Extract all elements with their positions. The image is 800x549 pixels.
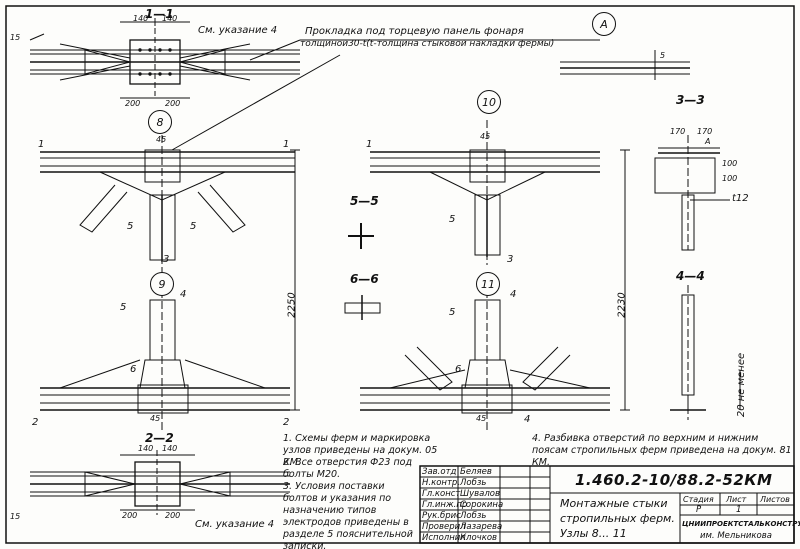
section-4-4-drawing [670,285,706,420]
detail-A [560,50,690,80]
dim-20-min: 20 не менее [736,352,748,418]
general-note-4: 4. Разбивка отверстий по верхним и нижни… [532,433,792,468]
organization-subname: им. Мельникова [700,531,772,541]
tb-stage-header: Стадия [683,495,714,504]
document-code: 1.460.2-10/88.2-52КМ [575,471,773,489]
tb-sheet-header: Лист [726,495,747,504]
dim-45-node11: 45 [476,414,487,423]
tb-name-1: Лобзь [460,478,487,488]
leader-note-line1: Прокладка под торцевую панель фонаря [305,26,524,37]
tb-role-3: Гл.инж.пр [422,500,468,510]
section-label-1-1: 1—1 [145,7,174,21]
dim-A-3-3: A [705,137,711,146]
mark-5-node9: 5 [120,302,127,313]
tb-name-6: Клочков [460,533,498,543]
dim-15-top: 15 [10,33,21,42]
section-3-3-drawing [654,135,730,251]
tb-name-0: Беляев [460,467,492,477]
mark-2-right: 2 [283,417,290,428]
title-block-grid [419,465,795,544]
doc-title-line2: стропильных ферм. [560,512,675,525]
dim-45-node10: 45 [480,132,491,141]
tb-role-6: Исполнил [422,533,466,543]
mark-2-left: 2 [32,417,39,428]
dim-15-bottom: 15 [10,512,21,521]
dim-2230: 2230 [616,292,628,318]
node-marker-10: 10 [477,90,501,114]
dim-170-a: 170 [670,127,686,136]
node-marker-9: 9 [150,272,174,296]
dim-200-b-bottom: 200 [165,511,181,520]
mark-4-bottom: 4 [524,414,531,425]
tb-role-5: Проверил [422,522,466,532]
dim-200-b-top: 200 [165,99,181,108]
plan-view-2-2 [30,450,290,515]
mark-5-center: 5 [449,214,456,225]
mark-4-node9: 4 [180,289,187,300]
dim-45-node8: 45 [156,135,167,144]
node-9-drawing [40,290,290,430]
tb-role-4: Рук.брис [422,511,461,521]
section-label-3-3: 3—3 [676,93,705,107]
doc-title-line1: Монтажные стыки [560,497,668,510]
section-6-6-drawing [344,295,381,320]
general-note-2: 2. Все отверстия Ф23 под болты М20. [283,457,413,480]
tb-stage-value: Р [696,505,702,515]
note-ref-4-top: См. указание 4 [198,25,278,36]
organization-name: ЦНИИПРОЕКТСТАЛЬКОНСТРУКЦИЯ [682,520,800,528]
mark-5-right: 5 [190,221,197,232]
tb-name-5: Лазарева [460,522,503,532]
dim-200-a-top: 200 [125,99,141,108]
dim-140-b: 140 [162,14,178,23]
dim-100-b: 100 [722,174,738,183]
section-label-2-2: 2—2 [145,431,174,445]
tb-name-3: Сорокина [460,500,504,510]
tb-sheets-header: Листов [760,495,790,504]
mark-1-center: 1 [366,139,373,150]
mark-1-right: 1 [283,139,290,150]
tb-sheet-value: 1 [736,505,742,515]
dim-140-b-bottom: 140 [162,444,178,453]
tb-role-1: Н.контр. [422,478,461,488]
general-note-3: 3. Условия поставки болтов и указания по… [283,481,413,549]
tb-name-2: Шувалов [460,489,500,499]
plan-view-1-1 [29,18,300,99]
section-label-6-6: 6—6 [350,272,379,286]
section-label-5-5: 5—5 [350,194,379,208]
section-label-4-4: 4—4 [676,269,705,283]
dim-200-a-bottom: 200 [122,511,138,520]
mark-6-node11: 6 [455,364,462,375]
dim-t12: t12 [732,193,749,204]
tb-role-2: Гл.конст [422,489,461,499]
detail-marker-A: A [592,12,616,36]
tb-role-0: Зав.отд [422,467,457,477]
leader-note-line2: толщиной30-t(t-толщина стыковой накладки… [300,39,555,49]
mark-1-left: 1 [38,139,45,150]
node-marker-8: 8 [148,110,172,134]
section-5-5-drawing [348,223,374,249]
dim-140-a: 140 [133,14,149,23]
mark-6-node9: 6 [130,364,137,375]
node-marker-11: 11 [476,272,500,296]
doc-title-line3: Узлы 8... 11 [560,527,627,540]
dim-2250: 2250 [286,292,298,318]
dim-45-node9: 45 [150,414,161,423]
node-8-drawing [40,135,295,290]
mark-3-node10: 3 [507,254,514,265]
tb-name-4: Лобзь [460,511,487,521]
note-ref-4-bottom: См. указание 4 [195,519,275,530]
mark-4-node11: 4 [510,289,517,300]
dim-140-a-bottom: 140 [138,444,154,453]
node-10-drawing [370,120,600,265]
mark-5-left: 5 [127,221,134,232]
dim-170-b: 170 [697,127,713,136]
node-11-drawing [360,290,610,430]
mark-5-node11: 5 [449,307,456,318]
mark-3-node8: 3 [163,254,170,265]
detail-A-dim-5: 5 [660,51,666,60]
dim-100-a: 100 [722,159,738,168]
general-note-1: 1. Схемы ферм и маркировка узлов приведе… [283,433,438,468]
